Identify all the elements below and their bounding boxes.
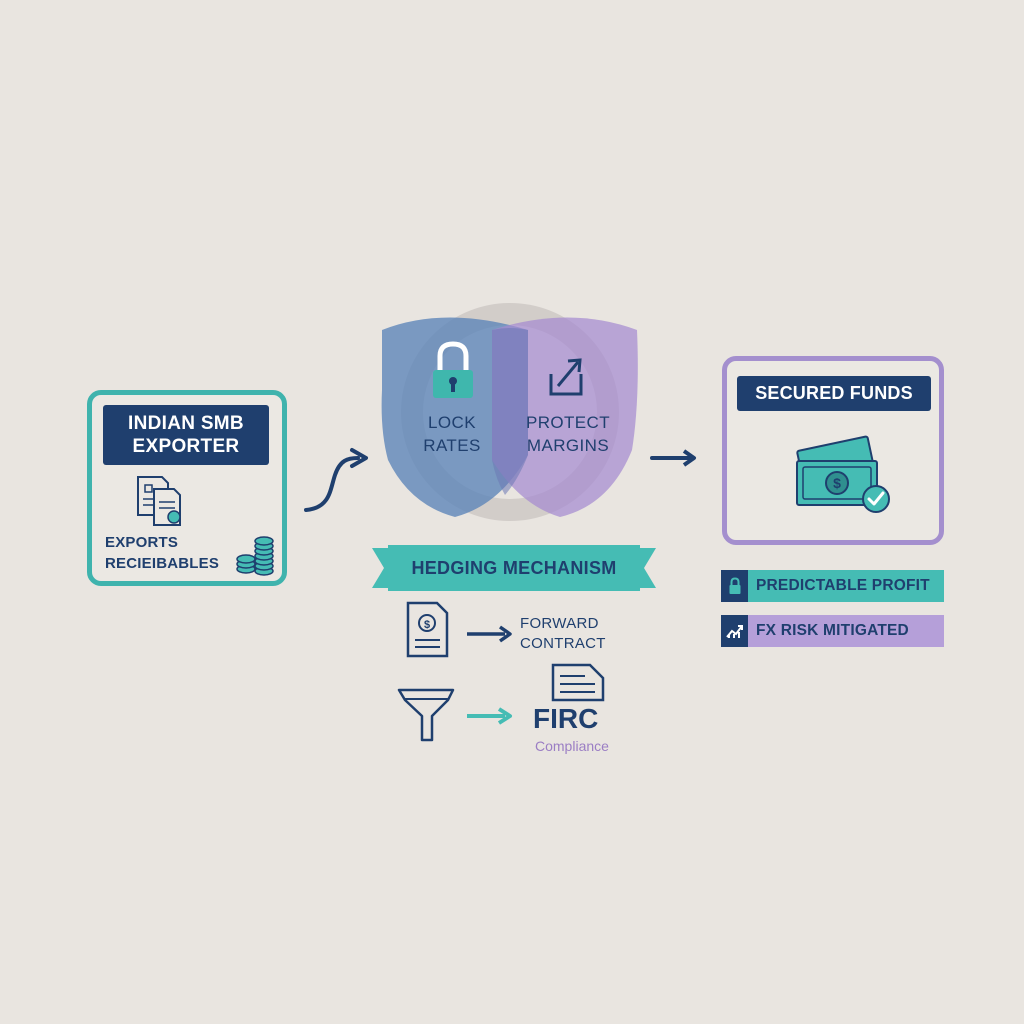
dollar-document-icon: $ <box>406 601 449 658</box>
shield-right <box>492 317 638 517</box>
shield-left <box>381 317 528 517</box>
protect-margins-label: PROTECT MARGINS <box>525 413 611 455</box>
predictable-profit-label: PREDICTABLE PROFIT <box>756 577 930 594</box>
ribbon-banner <box>372 545 656 591</box>
padlock-icon <box>433 341 473 398</box>
fx-risk-badge: FX RISK MITIGATED <box>721 615 944 647</box>
upload-arrow-icon <box>549 358 583 396</box>
fx-risk-label: FX RISK MITIGATED <box>756 622 909 639</box>
padlock-icon <box>721 570 748 602</box>
shield-overlap <box>492 328 528 495</box>
cash-check-icon: $ <box>796 435 890 513</box>
documents-icon <box>137 476 181 526</box>
exporter-caption: EXPORTS RECIEIBABLES <box>105 534 220 572</box>
document-icon <box>551 663 605 702</box>
svg-text:$: $ <box>424 619 430 631</box>
hedging-mechanism-label: HEDGING MECHANISM <box>411 557 617 578</box>
secured-funds-title: SECURED FUNDS <box>737 376 931 411</box>
compliance-label: Compliance <box>535 738 609 754</box>
chart-up-icon <box>721 615 748 647</box>
curved-arrow-icon <box>304 448 368 512</box>
forward-contract-label: FORWARD CONTRACT <box>520 615 606 652</box>
exporter-card: INDIAN SMB EXPORTER EXPORTS RECIEIBABLES <box>87 390 287 586</box>
arrow-forward-icon <box>467 625 512 643</box>
arrow-right-icon <box>650 449 696 467</box>
exporter-title: INDIAN SMB EXPORTER <box>103 405 269 465</box>
funnel-icon <box>397 688 455 742</box>
coin-stack-icon <box>236 536 274 576</box>
arrow-teal-icon <box>467 707 512 725</box>
secured-funds-card: SECURED FUNDS $ <box>722 356 944 545</box>
predictable-profit-badge: PREDICTABLE PROFIT <box>721 570 944 602</box>
lock-rates-label: LOCK RATES <box>423 413 481 455</box>
firc-label: FIRC <box>533 703 599 734</box>
svg-text:$: $ <box>833 475 841 491</box>
